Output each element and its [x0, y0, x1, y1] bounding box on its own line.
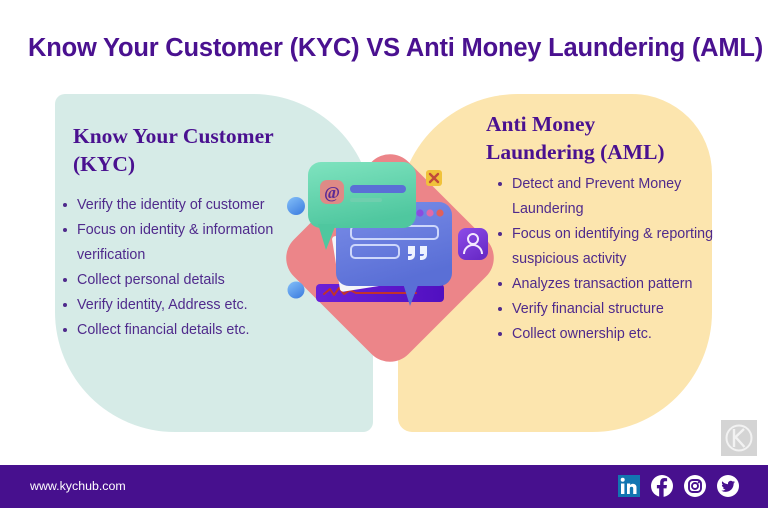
- green-chat-bubble: @: [308, 162, 416, 250]
- center-illustration-stage: @: [268, 140, 512, 376]
- aml-bullet-list: Detect and Prevent Money Laundering Focu…: [496, 172, 726, 347]
- list-item: Focus on identity & information verifica…: [61, 218, 303, 268]
- list-item: Verify the identity of customer: [61, 193, 303, 218]
- user-avatar-badge: [458, 228, 488, 260]
- twitter-icon[interactable]: [716, 474, 740, 498]
- footer-divider: [0, 463, 768, 465]
- facebook-icon[interactable]: [650, 474, 674, 498]
- website-url[interactable]: www.kychub.com: [30, 479, 126, 493]
- kyc-bullet-list: Verify the identity of customer Focus on…: [61, 193, 303, 343]
- blue-sphere: [287, 281, 305, 299]
- k-circle-icon: [725, 424, 753, 452]
- page-title: Know Your Customer (KYC) VS Anti Money L…: [28, 34, 764, 62]
- blue-sphere: [287, 197, 305, 215]
- x-marker-icon: [426, 170, 442, 186]
- svg-text:@: @: [324, 183, 340, 202]
- list-item: Collect personal details: [61, 268, 303, 293]
- at-symbol-badge: @: [320, 180, 344, 204]
- list-item: Focus on identifying & reporting suspici…: [496, 222, 726, 272]
- list-item: Analyzes transaction pattern: [496, 272, 726, 297]
- social-links: [617, 474, 740, 498]
- footer-bar: www.kychub.com: [0, 465, 768, 508]
- kychub-watermark-logo: [721, 420, 757, 456]
- kyc-panel-heading: Know Your Customer (KYC): [73, 124, 274, 176]
- quote-marks: [408, 246, 427, 260]
- chat-bubbles-3d-illustration: @: [287, 162, 488, 306]
- instagram-icon[interactable]: [683, 474, 707, 498]
- list-item: Collect financial details etc.: [61, 318, 303, 343]
- purple-progress-bar: [316, 284, 444, 302]
- list-item: Verify financial structure: [496, 297, 726, 322]
- list-item: Detect and Prevent Money Laundering: [496, 172, 726, 222]
- list-item: Collect ownership etc.: [496, 322, 726, 347]
- linkedin-icon[interactable]: [617, 474, 641, 498]
- aml-panel-heading: Anti Money Laundering (AML): [486, 112, 665, 164]
- list-item: Verify identity, Address etc.: [61, 293, 303, 318]
